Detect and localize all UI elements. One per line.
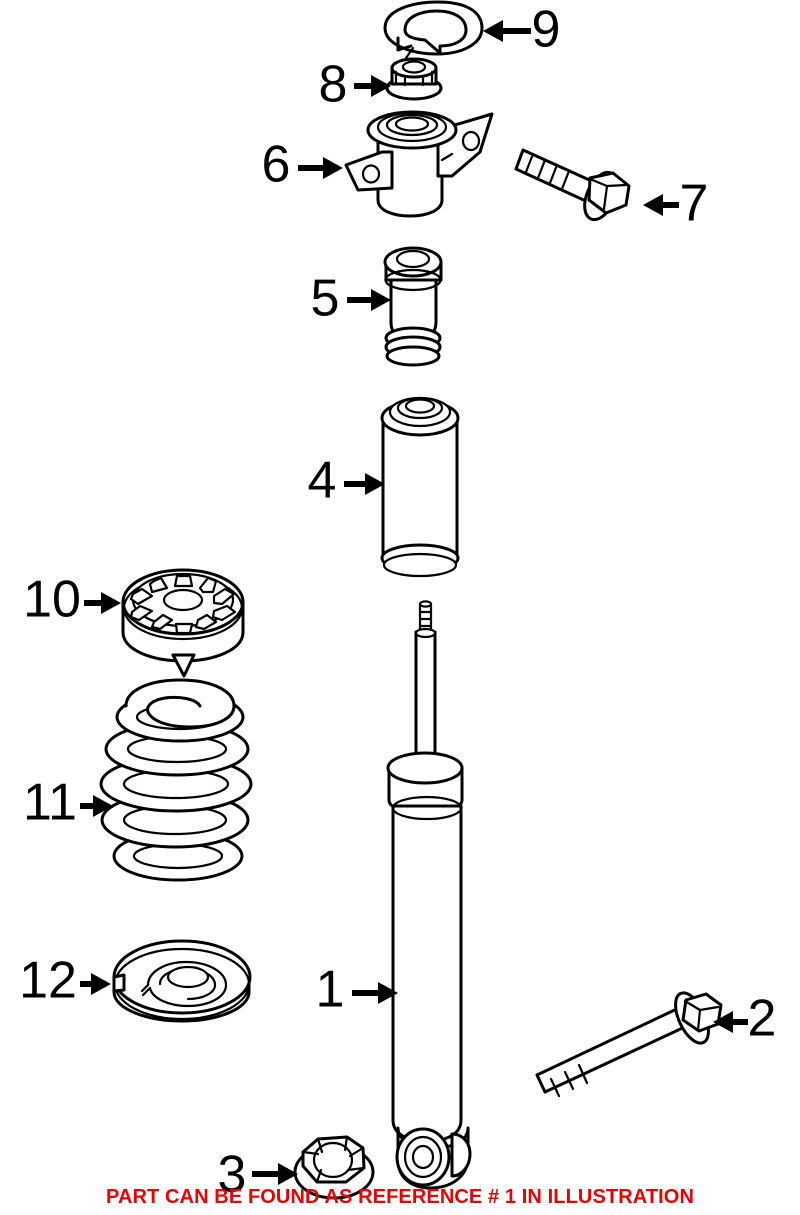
callout-leader-1 bbox=[352, 982, 398, 1004]
callout-number-12: 12 bbox=[19, 952, 77, 1010]
callout-number-6: 6 bbox=[262, 136, 291, 194]
part-strut-mount bbox=[344, 110, 494, 218]
callout-leader-10 bbox=[84, 592, 121, 614]
part-lower-mounting-bolt bbox=[535, 991, 723, 1098]
callout-number-3: 3 bbox=[218, 1146, 247, 1204]
part-shock-absorber bbox=[386, 600, 472, 1190]
callout-number-4: 4 bbox=[308, 452, 337, 510]
callout-leader-9 bbox=[483, 20, 531, 42]
callout-leader-6 bbox=[298, 157, 343, 179]
callout-leader-7 bbox=[643, 194, 679, 216]
callout-number-9: 9 bbox=[532, 1, 561, 59]
callout-number-10: 10 bbox=[23, 571, 81, 629]
part-protective-cap bbox=[383, 0, 484, 60]
part-upper-flange-nut bbox=[385, 57, 443, 101]
reference-note: PART CAN BE FOUND AS REFERENCE # 1 IN IL… bbox=[106, 1186, 694, 1208]
callout-number-11: 11 bbox=[23, 774, 77, 832]
callout-number-7: 7 bbox=[680, 175, 709, 233]
part-upper-mounting-bolt bbox=[514, 148, 631, 222]
part-dust-boot bbox=[380, 396, 460, 578]
part-lower-spring-seat bbox=[112, 939, 252, 1023]
callout-number-8: 8 bbox=[319, 56, 348, 114]
callout-leader-12 bbox=[80, 973, 111, 995]
part-coil-spring bbox=[99, 678, 253, 882]
callout-number-5: 5 bbox=[311, 270, 340, 328]
callout-leader-3 bbox=[252, 1163, 298, 1185]
callout-leader-2 bbox=[713, 1011, 748, 1033]
callout-leader-8 bbox=[354, 75, 391, 97]
part-upper-spring-seat bbox=[121, 568, 245, 678]
callout-number-1: 1 bbox=[316, 961, 345, 1019]
callout-leader-4 bbox=[344, 473, 385, 495]
callout-number-2: 2 bbox=[748, 990, 777, 1048]
callout-leader-5 bbox=[347, 289, 391, 311]
part-lower-flange-nut bbox=[293, 1135, 375, 1200]
part-bump-stop bbox=[383, 246, 443, 367]
callout-leader-11 bbox=[80, 795, 113, 817]
